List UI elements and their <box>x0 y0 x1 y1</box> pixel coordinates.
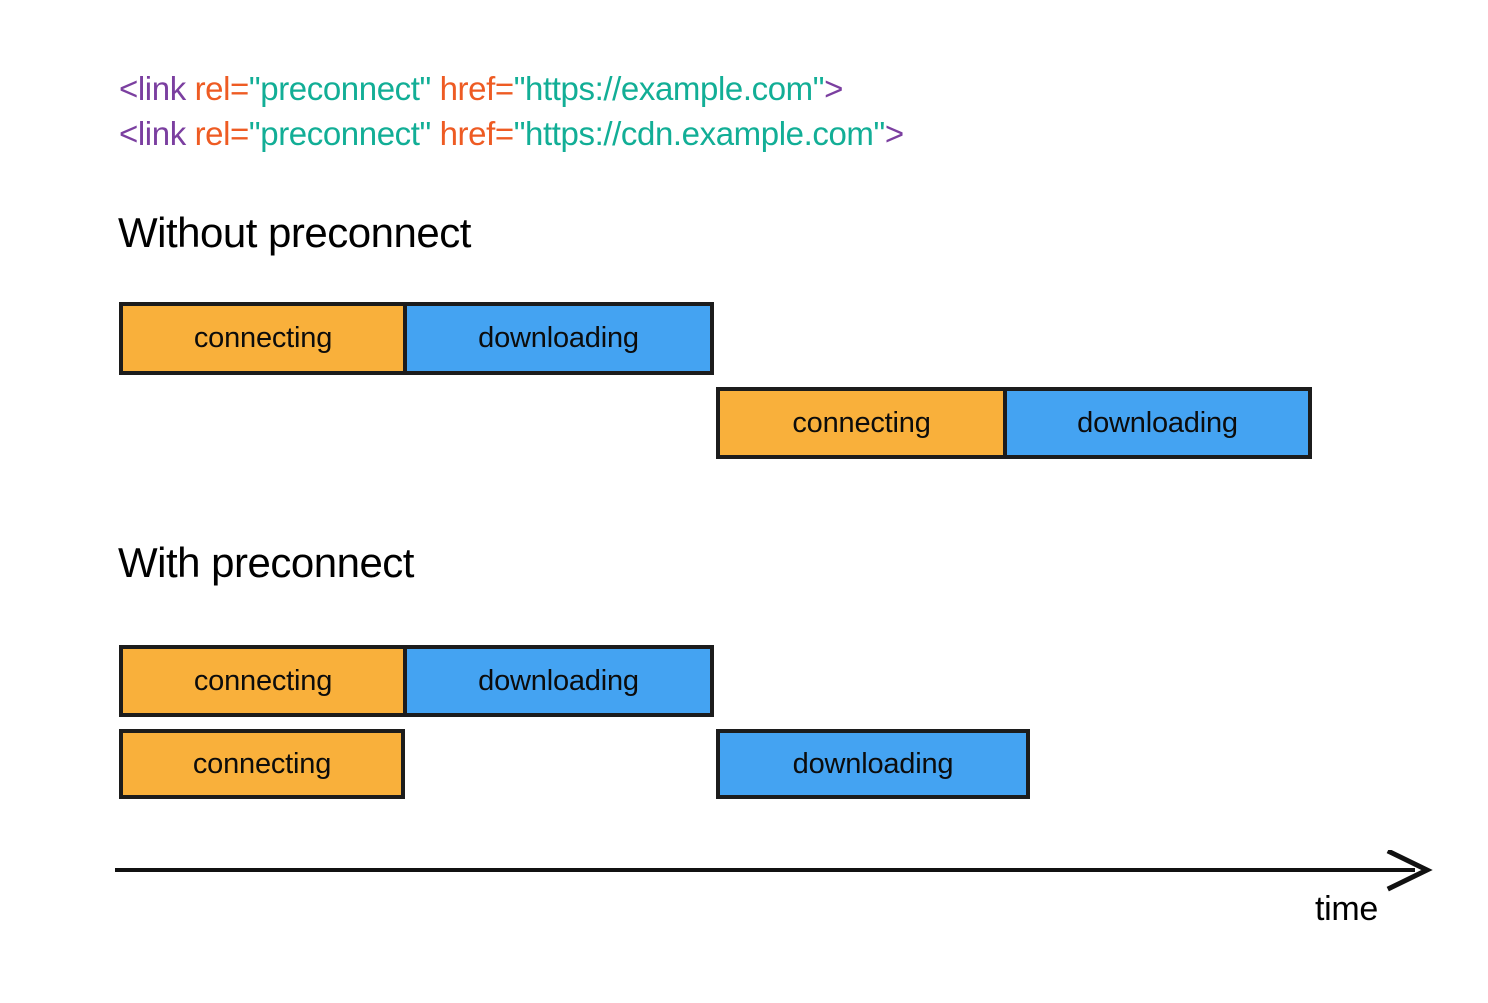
code-attr-href: href= <box>430 70 515 107</box>
bar-with-r2-connecting: connecting <box>119 729 405 799</box>
bar-with-r1-connecting: connecting <box>119 645 405 717</box>
code-attr-href: href= <box>430 115 515 152</box>
section-title-without-preconnect: Without preconnect <box>118 209 471 256</box>
code-line-1: <link rel="preconnect" href="https://exa… <box>119 66 904 111</box>
code-tag-open: <link <box>119 115 186 152</box>
code-snippet: <link rel="preconnect" href="https://exa… <box>119 66 904 156</box>
code-tag-close: > <box>824 70 843 107</box>
code-value-rel: "preconnect" <box>248 115 431 152</box>
time-axis-arrow-icon <box>115 848 1433 892</box>
time-axis-label: time <box>1315 890 1379 928</box>
code-value-href: "https://example.com" <box>513 70 825 107</box>
code-value-rel: "preconnect" <box>248 70 431 107</box>
bar-without-r2-downloading: downloading <box>1005 387 1312 459</box>
code-line-2: <link rel="preconnect" href="https://cdn… <box>119 111 904 156</box>
bar-without-r1-connecting: connecting <box>119 302 405 375</box>
bar-without-r2-connecting: connecting <box>716 387 1005 459</box>
code-attr-rel: rel= <box>185 70 250 107</box>
bar-with-r2-downloading: downloading <box>716 729 1030 799</box>
code-tag-open: <link <box>119 70 186 107</box>
code-value-href: "https://cdn.example.com" <box>513 115 886 152</box>
bar-without-r1-downloading: downloading <box>405 302 714 375</box>
section-title-with-preconnect: With preconnect <box>118 539 414 586</box>
bar-with-r1-downloading: downloading <box>405 645 714 717</box>
code-tag-close: > <box>884 115 904 152</box>
code-attr-rel: rel= <box>185 115 250 152</box>
time-axis <box>115 848 1433 896</box>
